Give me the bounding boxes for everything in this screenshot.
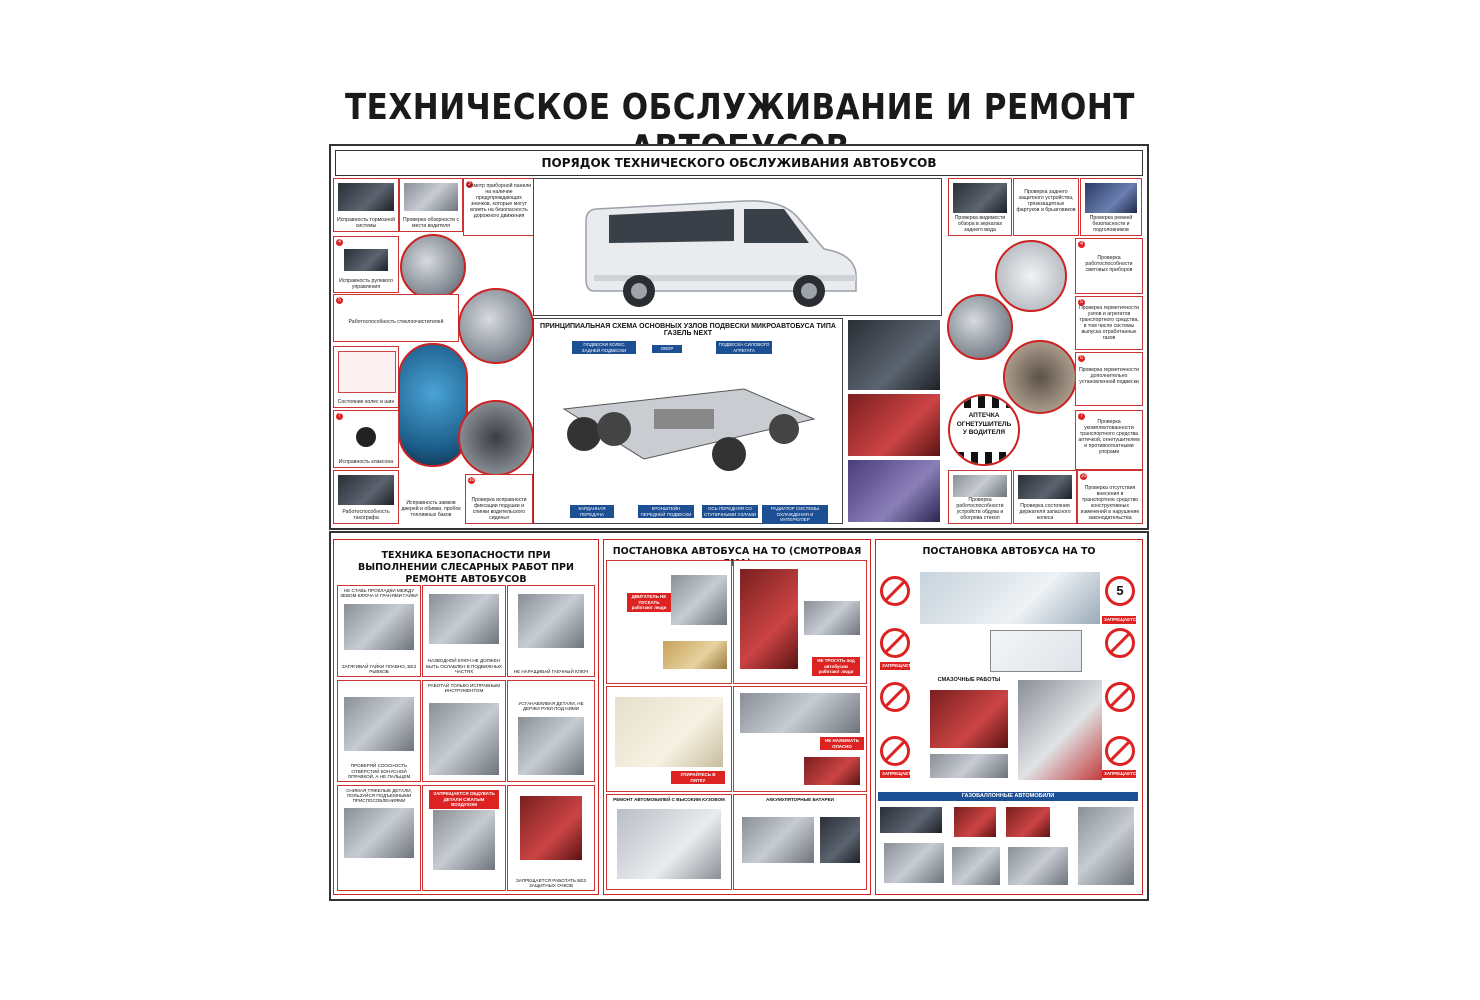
door-photo [398, 343, 468, 467]
warning-label: ЗАПРЕЩАЕТСЯ [880, 770, 918, 778]
pit-panel-2: НЕ ТРОГАТЬ под автобусом работают люди [733, 560, 867, 684]
pit-panel-1: ДВИГАТЕЛЬ НЕ ПУСКАТЬ работают люди [606, 560, 732, 684]
no-water-sign-icon [880, 682, 910, 712]
diagram-label: ПОДВЕСКА СИЛОВОГО АГРЕГАТА [716, 341, 772, 354]
number-badge: 5 [1078, 299, 1085, 306]
to-workshop-photo [920, 572, 1100, 624]
pit-panel-6: АККУМУЛЯТОРНЫЕ БАТАРЕИ [733, 794, 867, 890]
right-item-7: 7 Проверка укомплектованности транспортн… [1075, 410, 1143, 470]
diagram-label: ОСЬ ПЕРЕДНЯЯ СО СТУПИЧНЫМИ УЗЛАМИ [702, 505, 758, 518]
left-item-10: 10 Проверка исправности фиксации подушки… [465, 474, 533, 524]
pit-panel-5: РЕМОНТ АВТОМОБИЛЕЙ С ВЫСОКИМ КУЗОВОМ [606, 794, 732, 890]
horn-icon [356, 427, 376, 447]
no-drink-sign-icon [880, 736, 910, 766]
number-badge: 6 [1078, 355, 1085, 362]
right-item-1: Проверка видимости обзора в зеркалах зад… [948, 178, 1012, 236]
left-item-6: Состояние колес и шин [333, 346, 399, 408]
suspension-diagram: ПРИНЦИПИАЛЬНАЯ СХЕМА ОСНОВНЫХ УЗЛОВ ПОДВ… [533, 318, 843, 524]
safety-item-5: РАБОТАЙ ТОЛЬКО ИСПРАВНЫМ ИНСТРУМЕНТОМ [422, 680, 506, 782]
diagram-label: РАДИАТОР СИСТЕМЫ ОХЛАЖДЕНИЯ И ИНТЕРКУЛЕР [762, 505, 828, 524]
left-item-9: Исправность замков дверей и обивки, проб… [399, 472, 463, 520]
right-item-8: Проверка работоспособности устройств обд… [948, 470, 1012, 524]
left-item-5: 5 Работоспособность стеклоочистителей [333, 294, 459, 342]
windshield-photo [458, 288, 534, 364]
suspension-photo-3 [848, 460, 940, 522]
right-item-3: Проверка ремней безопасности и подголовн… [1080, 178, 1142, 236]
number-badge: 4 [1078, 241, 1085, 248]
number-badge: 3 [466, 181, 473, 188]
safety-item-9: ЗАПРЕЩАЕТСЯ РАБОТАТЬ БЕЗ ЗАЩИТНЫХ ОЧКОВ [507, 785, 595, 891]
pit-panel-3: УПИРАЙТЕСЬ В ПЯТКУ [606, 686, 732, 792]
number-badge: 7 [336, 413, 343, 420]
gas-panel [878, 803, 1138, 889]
warning-label: ЗАПРЕЩАЕТСЯ [1102, 616, 1140, 624]
warning-label: ЗАПРЕЩАЕТСЯ [880, 662, 918, 670]
no-flame-sign-icon [1105, 736, 1135, 766]
bus-photo-frame [533, 178, 942, 316]
diagram-label: ПОДВЕСКИ КОЛЕС ЗАДНЕЙ ПОДВЕСКИ [572, 341, 636, 354]
right-item-9: Проверка состояния держателя запасного к… [1013, 470, 1077, 524]
left-item-3: 3 Осмотр приборной панели на наличие пре… [463, 178, 535, 236]
right-item-5: 5 Проверка герметичности узлов и агрегат… [1075, 296, 1143, 350]
left-item-2: Проверка обзорности с места водителя [399, 178, 463, 232]
safety-item-6: УСТАНАВЛИВАЯ ДЕТАЛИ, НЕ ДЕРЖИ РУКИ ПОД Н… [507, 680, 595, 782]
number-badge: 7 [1078, 413, 1085, 420]
number-badge: 10 [1080, 473, 1087, 480]
diagram-label: ОВОР [652, 345, 682, 353]
left-item-4: 4 Исправность рулевого управления [333, 236, 399, 293]
suspension-photo-1 [848, 320, 940, 390]
section-header: ПОРЯДОК ТЕХНИЧЕСКОГО ОБСЛУЖИВАНИЯ АВТОБУ… [335, 150, 1143, 176]
left-item-7: 7 Исправность клаксона [333, 410, 399, 468]
dashboard-photo [400, 234, 466, 300]
left-item-1: Исправность тормозной системы [333, 178, 399, 232]
chassis-drawing [562, 388, 816, 471]
number-badge: 5 [336, 297, 343, 304]
right-item-4: 4 Проверка работоспособности световых пр… [1075, 238, 1143, 294]
safety-item-1: НЕ СТАВЬ ПРОКЛАДКИ МЕЖДУ ЗЕВОМ КЛЮЧА И Г… [337, 585, 421, 677]
no-fire-sign-icon [880, 628, 910, 658]
number-badge: 10 [468, 477, 475, 484]
right-item-10: 10 Проверка отсутствия внесения в трансп… [1077, 470, 1143, 524]
gas-section-header: ГАЗОБАЛЛОННЫЕ АВТОМОБИЛИ [878, 792, 1138, 801]
warning-label: ЗАПРЕЩАЕТСЯ [1102, 770, 1140, 778]
right-item-6: 6 Проверка герметичности дополнительно у… [1075, 352, 1143, 406]
headlight-photo [995, 240, 1067, 312]
first-aid-sign: АПТЕЧКА ОГНЕТУШИТЕЛЬ У ВОДИТЕЛЯ [948, 394, 1020, 466]
safety-item-2: НАЗВОДНОЙ КЛЮЧ НЕ ДОЛЖЕН БЫТЬ ОСЛАБЛЕН В… [422, 585, 506, 677]
number-badge: 4 [336, 239, 343, 246]
right-item-2: Проверка заднего защитного устройства, г… [1013, 178, 1079, 236]
no-entry-sign-icon [1105, 682, 1135, 712]
left-item-8: Работоспособность тахографа [333, 470, 399, 524]
pit-panel-4: НЕ НАЖИМАТЬ ОПАСНО [733, 686, 867, 792]
suspension-photo-2 [848, 394, 940, 456]
to-photo-wheel [1018, 680, 1102, 780]
lubrication-works: СМАЗОЧНЫЕ РАБОТЫ [922, 676, 1016, 786]
safety-item-4: ПРОВЕРЯЙ СООСНОСТЬ ОТВЕРСТИЙ КОНУСНОЙ ОП… [337, 680, 421, 782]
seat-photo [458, 400, 534, 476]
safety-item-7: СНИМАЯ ТЯЖЕЛЫЕ ДЕТАЛИ, ПОЛЬЗУЙСЯ ПОДЪЕМН… [337, 785, 421, 891]
safety-item-3: НЕ НАРАЩИВАЙ ГАЕЧНЫЙ КЛЮЧ [507, 585, 595, 677]
safety-item-8: ЗАПРЕЩАЕТСЯ ОБДУВАТЬ ДЕТАЛИ СЖАТЫМ ВОЗДУ… [422, 785, 506, 891]
prohibition-sign-icon [880, 576, 910, 606]
diagram-label: КРОНШТЕЙН ПЕРЕДНЕЙ ПОДВЕСКИ [638, 505, 694, 518]
rear-bus-photo [947, 294, 1013, 360]
exit-sign-icon [1105, 628, 1135, 658]
bus-outline-photo [990, 630, 1082, 672]
diagram-label: КАРДАННАЯ ПЕРЕДАЧА [570, 505, 614, 518]
minibus-illustration [585, 200, 857, 307]
speed-limit-sign: 5 [1105, 576, 1135, 606]
